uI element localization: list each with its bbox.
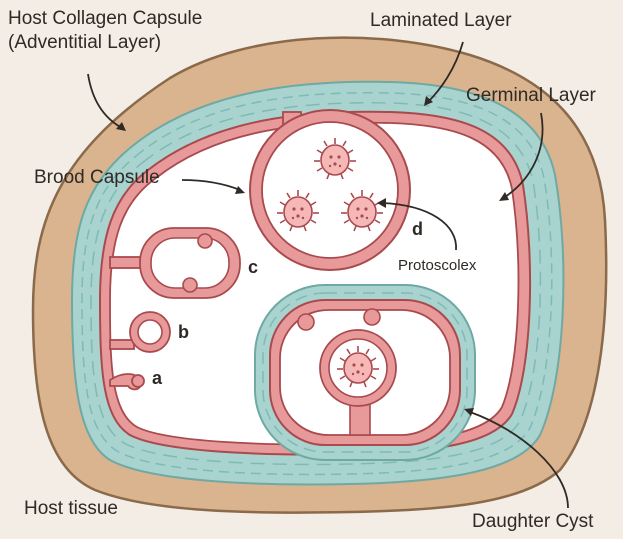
host-collagen-capsule-label: Host Collagen Capsule bbox=[8, 8, 202, 30]
daughter-cyst bbox=[255, 285, 475, 460]
daughter-cyst-label: Daughter Cyst bbox=[472, 511, 593, 533]
brood-capsule-label: Brood Capsule bbox=[34, 167, 160, 189]
germinal-layer-label: Germinal Layer bbox=[466, 85, 596, 107]
stage-d-label: d bbox=[412, 219, 423, 240]
laminated-layer-label: Laminated Layer bbox=[370, 10, 512, 32]
adventitial-layer-label: (Adventitial Layer) bbox=[8, 32, 161, 54]
stage-a-label: a bbox=[152, 368, 162, 389]
host-tissue-label: Host tissue bbox=[24, 498, 118, 520]
brood-capsule-stage-d bbox=[250, 110, 410, 270]
stage-b-label: b bbox=[178, 322, 189, 343]
protoscolex-label: Protoscolex bbox=[398, 257, 476, 274]
stage-c-label: c bbox=[248, 257, 258, 278]
